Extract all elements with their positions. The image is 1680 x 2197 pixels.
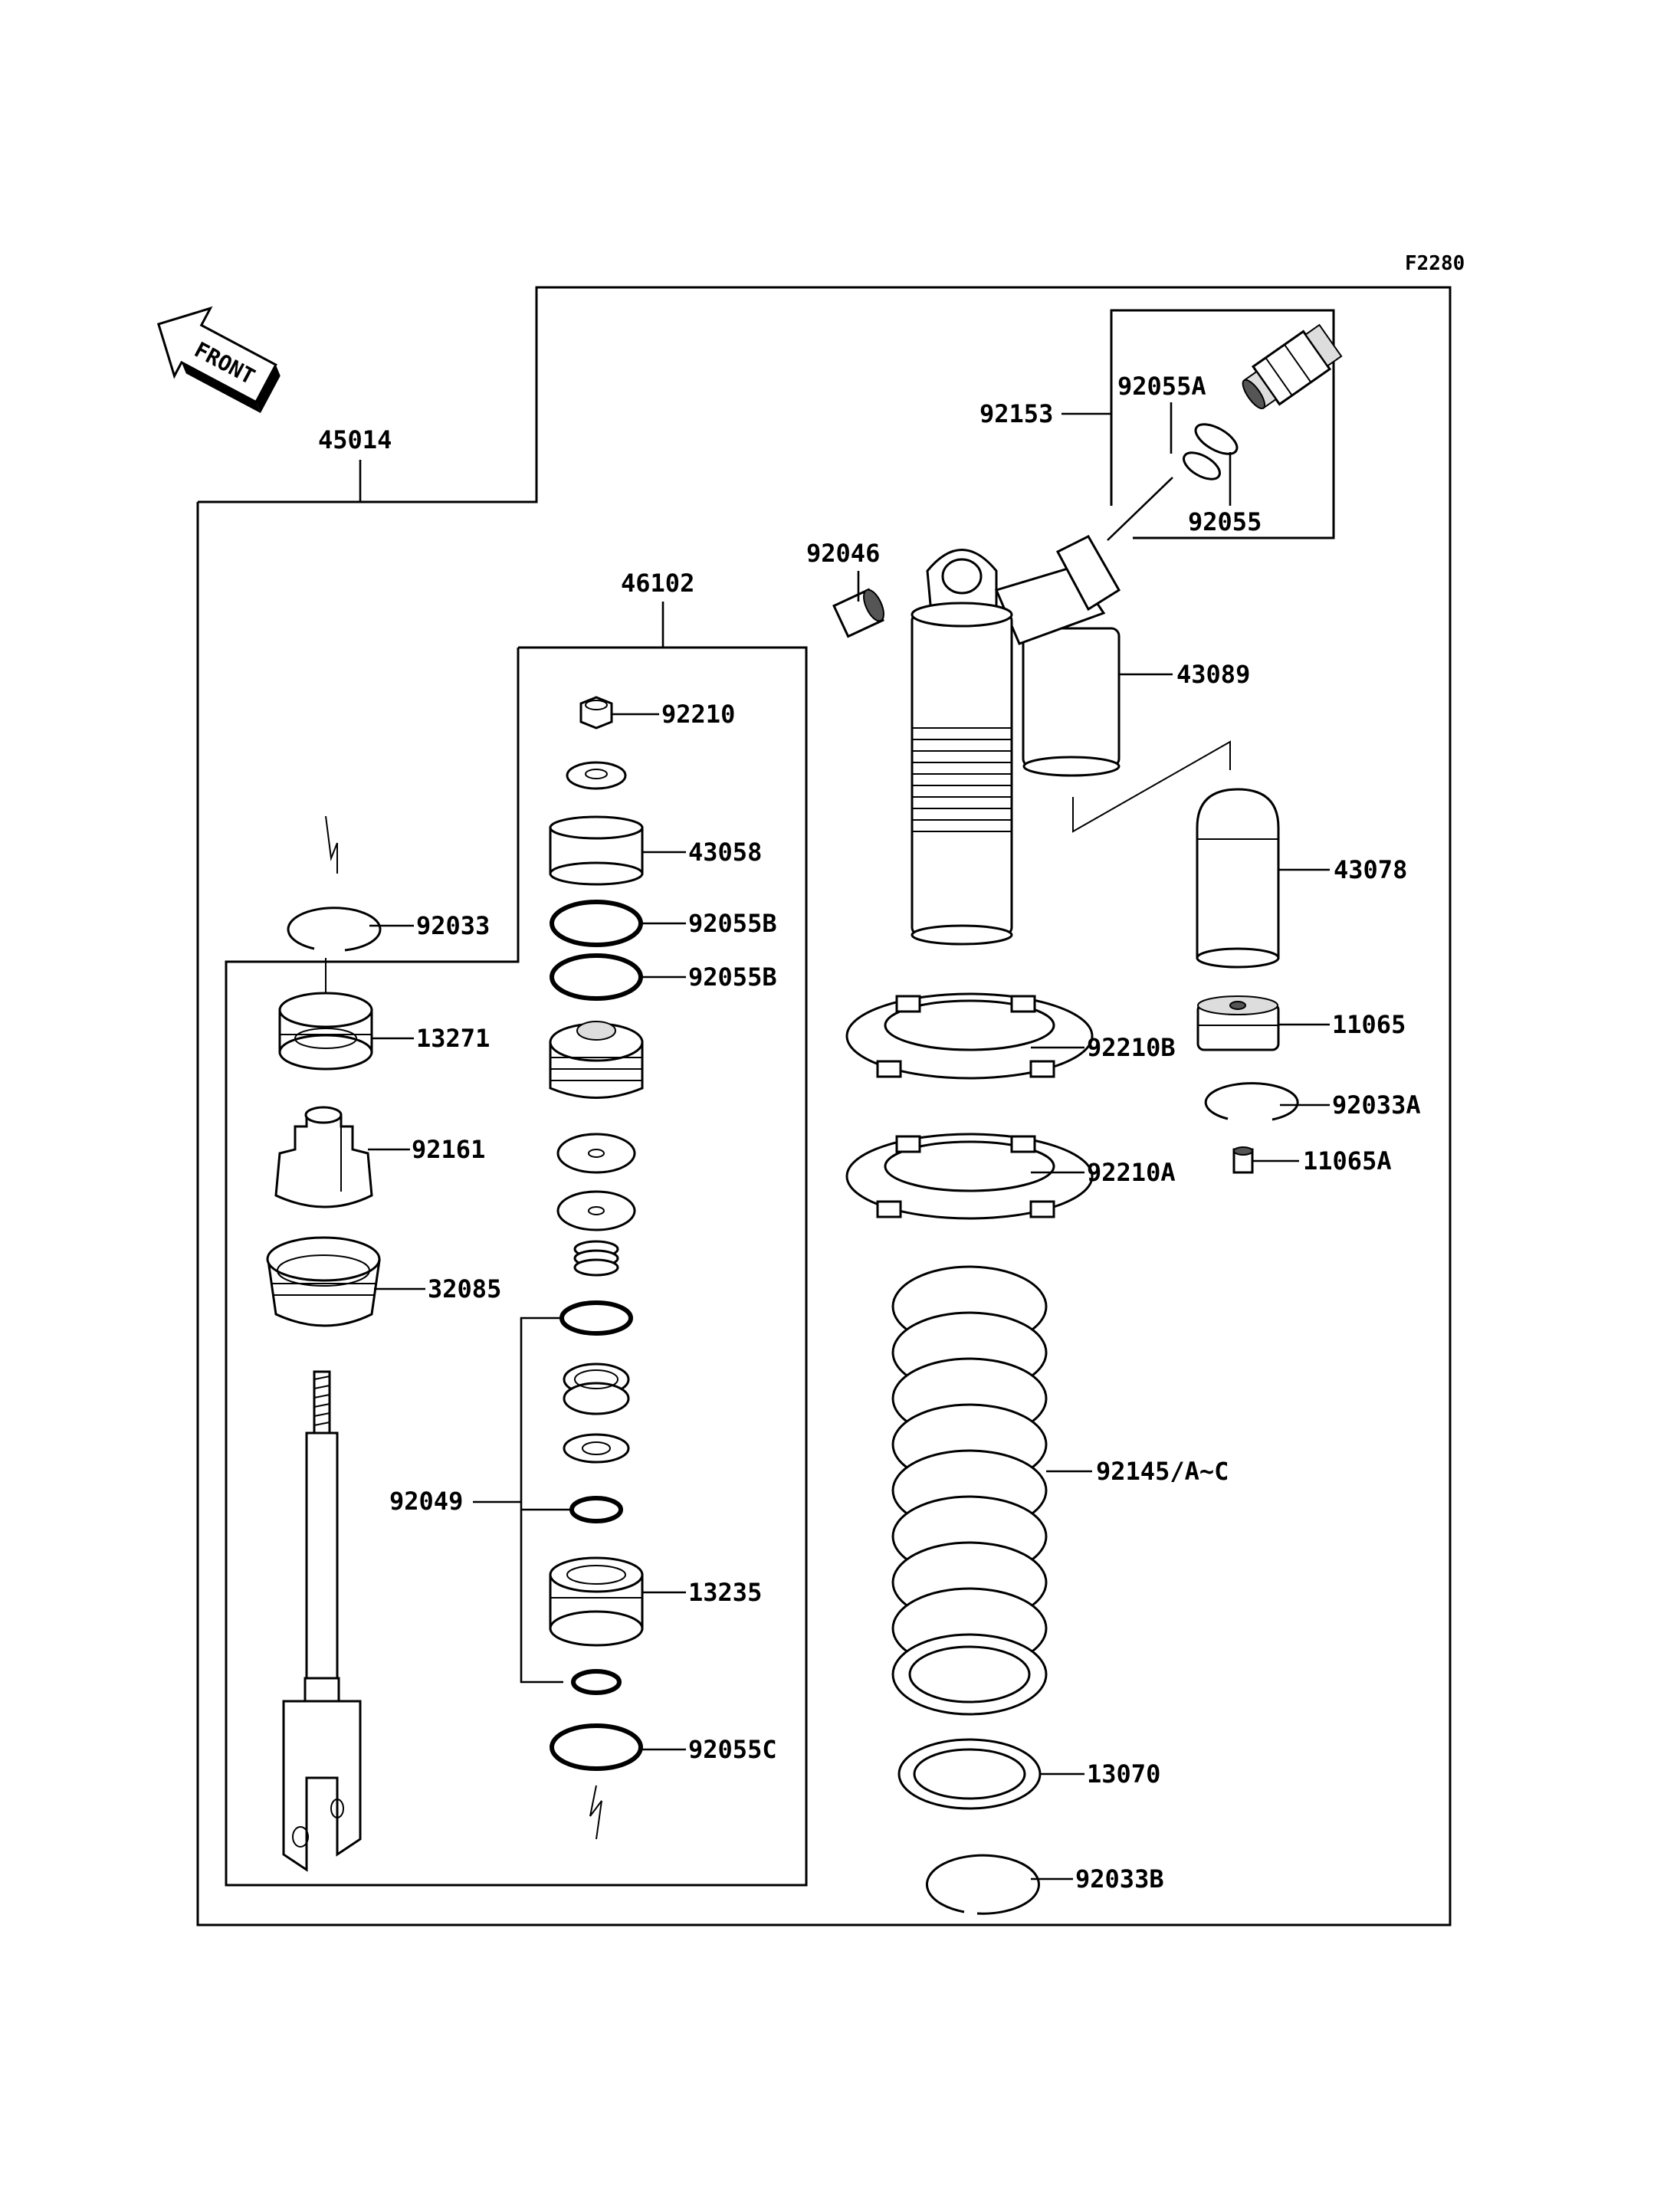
circlip-92033B <box>926 1854 1040 1915</box>
label-92210: 92210 <box>661 700 735 729</box>
label-92055: 92055 <box>1188 507 1262 536</box>
label-13235: 13235 <box>688 1578 762 1607</box>
sub-assembly-number: 46102 <box>621 569 694 598</box>
assembly-number: 45014 <box>318 425 392 454</box>
bump-rubber-92161 <box>274 1106 373 1208</box>
front-arrow-icon: FRONT <box>156 306 281 414</box>
label-92153: 92153 <box>979 399 1053 428</box>
seal-head <box>549 1021 644 1099</box>
label-92055B-1: 92055B <box>688 909 777 938</box>
label-92055C: 92055C <box>688 1735 777 1764</box>
label-13271: 13271 <box>416 1024 490 1053</box>
locknut-92210B <box>845 992 1094 1080</box>
label-92055A: 92055A <box>1117 372 1206 401</box>
nut-92210 <box>579 696 613 730</box>
label-92049: 92049 <box>389 1487 463 1516</box>
o-ring-92055B-2 <box>550 953 643 1001</box>
guide-32085 <box>266 1236 381 1327</box>
seal-92049-3 <box>569 1496 623 1523</box>
reservoir-cap <box>1196 788 1280 969</box>
label-43089: 43089 <box>1176 660 1250 689</box>
adjuster-valve <box>1242 323 1343 410</box>
label-92046: 92046 <box>806 539 880 568</box>
label-92145: 92145/A~C <box>1096 1457 1229 1486</box>
stop-cup-13271 <box>278 992 373 1071</box>
label-92055B-2: 92055B <box>688 962 777 992</box>
label-92033B: 92033B <box>1075 1864 1164 1894</box>
coil-spring <box>891 1265 1048 1716</box>
valve-cap <box>1196 995 1280 1051</box>
label-32085: 32085 <box>428 1274 501 1303</box>
assembly-frame <box>196 286 1452 1926</box>
label-92161: 92161 <box>412 1135 485 1164</box>
figure-code: F2280 <box>1405 252 1465 275</box>
label-43078: 43078 <box>1334 855 1407 884</box>
bushing <box>832 588 884 638</box>
damper-rod <box>282 1370 362 1872</box>
washer <box>566 761 627 790</box>
label-92033A: 92033A <box>1332 1090 1421 1120</box>
seal-92049-4 <box>571 1669 622 1695</box>
sub-assembly-frame <box>225 646 808 1887</box>
label-13070: 13070 <box>1087 1759 1160 1789</box>
seal-92049-1 <box>559 1300 633 1336</box>
label-43058: 43058 <box>688 838 762 867</box>
bushing-ring <box>563 1362 630 1415</box>
label-11065A: 11065A <box>1303 1146 1392 1176</box>
label-11065: 11065 <box>1332 1010 1406 1039</box>
small-spring <box>573 1240 619 1277</box>
circlip-92033A <box>1204 1082 1299 1121</box>
valve-core <box>1232 1146 1254 1174</box>
bush-13235 <box>549 1556 644 1647</box>
seal-92049-2 <box>563 1433 630 1464</box>
spring-seat <box>897 1738 1042 1810</box>
shock-body <box>911 535 1121 946</box>
o-ring-92055C <box>550 1723 643 1771</box>
label-92210A: 92210A <box>1087 1158 1176 1187</box>
shim-washers <box>556 1133 636 1231</box>
o-ring-92055B-1 <box>550 900 643 947</box>
circlip-92033 <box>287 907 382 952</box>
label-92033: 92033 <box>416 911 490 940</box>
collar-43058 <box>549 815 644 886</box>
label-92210B: 92210B <box>1087 1033 1176 1062</box>
locknut-92210A <box>845 1133 1094 1220</box>
